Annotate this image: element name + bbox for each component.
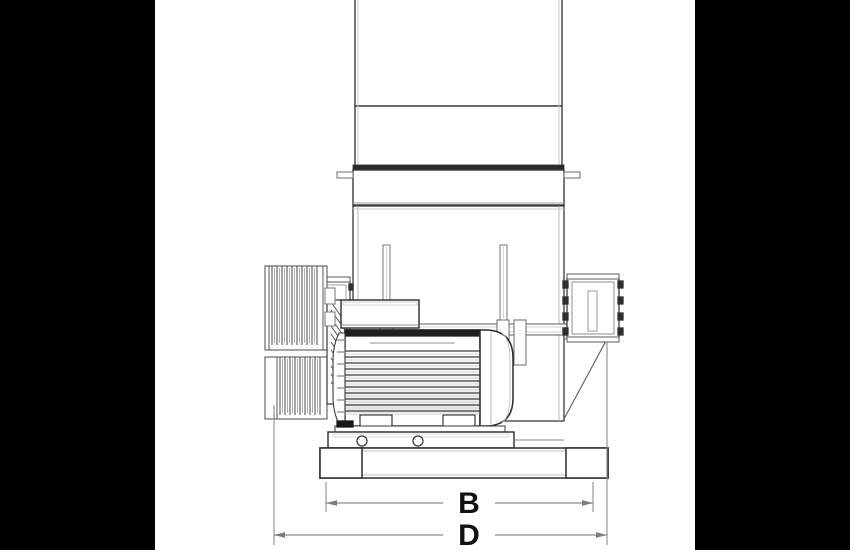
- left-drive-pulley-upper: [264, 265, 328, 351]
- motor-slide-rail: [327, 420, 564, 449]
- base-foot-right: [565, 447, 609, 479]
- discharge-chute: [563, 338, 608, 420]
- letterbox-left-bar: [0, 0, 155, 550]
- hopper-band-section: [336, 169, 581, 206]
- machine-elevation-drawing: B D: [264, 0, 624, 550]
- dimension-annotations: [273, 345, 608, 545]
- right-bearing-housing: [562, 273, 624, 343]
- dimension-label-d: D: [458, 519, 480, 550]
- base-foot-left: [319, 447, 363, 479]
- dimension-label-b: B: [458, 487, 480, 520]
- motor-cooling-fins: [345, 348, 480, 415]
- letterbox-right-bar: [695, 0, 850, 550]
- electric-motor: [332, 299, 514, 433]
- hopper-flange: [352, 164, 565, 171]
- base-frame: [319, 447, 609, 479]
- technical-drawing-canvas: B D: [155, 0, 695, 550]
- upper-feed-hopper: [354, 0, 563, 167]
- motor-terminal-box: [340, 299, 420, 329]
- left-drive-pulley-lower: [264, 356, 328, 420]
